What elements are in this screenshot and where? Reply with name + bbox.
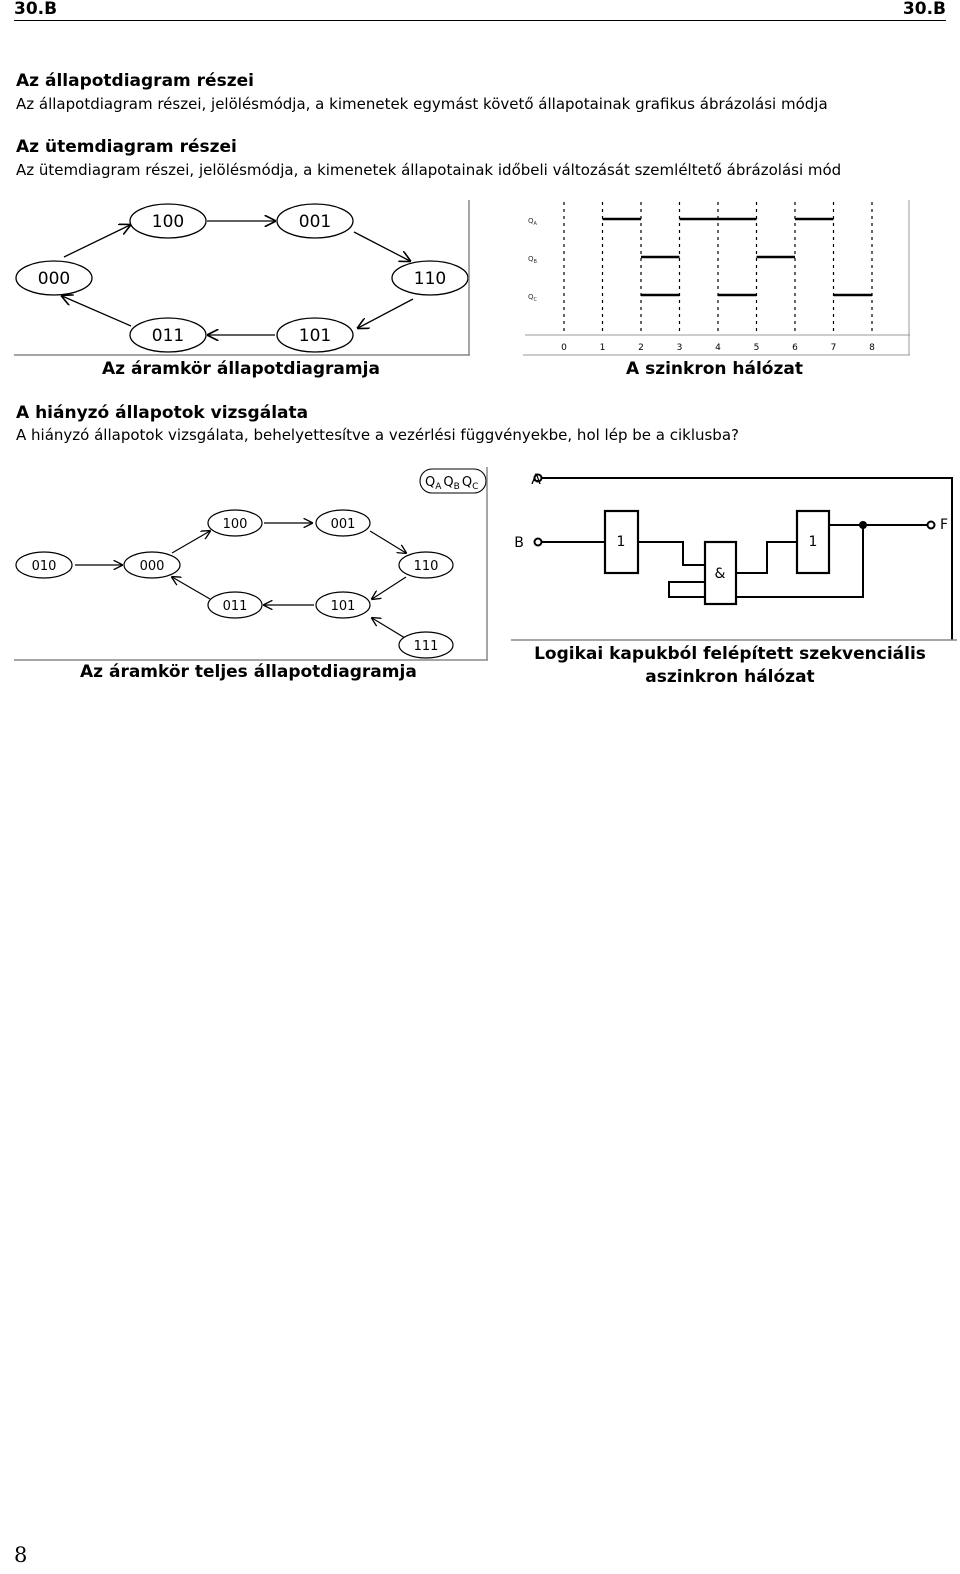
caption-state-diagram: Az áramkör állapotdiagramja — [102, 359, 380, 379]
caption-logic-circuit: Logikai kapukból felépített szekvenciáli… — [510, 643, 950, 689]
state-node: 110 — [414, 559, 439, 574]
time-tick-label: 4 — [715, 343, 721, 353]
state-node: 100 — [223, 517, 248, 532]
state-node: 101 — [331, 599, 356, 614]
state-node: 110 — [414, 269, 446, 289]
page-number: 8 — [14, 1543, 28, 1567]
time-tick-label: 6 — [792, 343, 798, 353]
state-node: 011 — [223, 599, 248, 614]
output-label-f: F — [940, 517, 948, 533]
section-text-missing-states: A hiányzó állapotok vizsgálata, behelyet… — [16, 426, 739, 444]
or-gate-1: 1 — [617, 534, 626, 550]
time-tick-label: 1 — [600, 343, 606, 353]
and-gate: & — [715, 566, 726, 582]
state-node: 010 — [32, 559, 57, 574]
caption-timing-diagram: A szinkron hálózat — [626, 359, 803, 379]
input-label-b: B — [514, 535, 524, 551]
section-title-timing-diagram: Az ütemdiagram részei — [16, 137, 237, 157]
time-tick-label: 5 — [754, 343, 760, 353]
state-node: 000 — [38, 269, 70, 289]
section-title-state-diagram: Az állapotdiagram részei — [16, 71, 254, 91]
state-node: 001 — [299, 212, 331, 232]
caption-full-state-diagram: Az áramkör teljes állapotdiagramja — [80, 662, 417, 682]
caption-logic-circuit-line1: Logikai kapukból felépített szekvenciáli… — [534, 644, 926, 664]
running-header: 30.B 30.B — [14, 0, 946, 21]
logic-circuit-figure: A B F 1 & 1 — [511, 472, 957, 641]
state-node: 001 — [331, 517, 356, 532]
section-text-state-diagram: Az állapotdiagram részei, jelölésmódja, … — [16, 95, 828, 113]
header-right: 30.B — [902, 0, 946, 19]
signal-label-qc: QC — [528, 293, 538, 303]
time-tick-label: 8 — [869, 343, 875, 353]
time-tick-label: 7 — [831, 343, 837, 353]
state-node: 111 — [414, 639, 439, 654]
section-text-timing-diagram: Az ütemdiagram részei, jelölésmódja, a k… — [16, 161, 842, 179]
time-tick-label: 0 — [561, 343, 567, 353]
time-tick-label: 2 — [638, 343, 644, 353]
section-title-missing-states: A hiányzó állapotok vizsgálata — [16, 403, 309, 423]
timing-diagram-figure: QA QB QC 0 1 2 3 4 5 6 7 8 — [523, 200, 910, 356]
state-node: 000 — [140, 559, 165, 574]
state-node: 100 — [152, 212, 184, 232]
or-gate-2: 1 — [809, 534, 818, 550]
signal-label-qa: QA — [528, 217, 538, 227]
signal-label-qb: QB — [528, 255, 538, 265]
header-left: 30.B — [14, 0, 58, 19]
time-tick-label: 3 — [677, 343, 683, 353]
state-diagram-figure: 100 001 000 110 011 101 — [14, 200, 470, 356]
state-node: 011 — [152, 326, 184, 346]
caption-logic-circuit-line2: aszinkron hálózat — [645, 667, 815, 687]
input-label-a: A — [531, 472, 541, 488]
state-node: 101 — [299, 326, 331, 346]
